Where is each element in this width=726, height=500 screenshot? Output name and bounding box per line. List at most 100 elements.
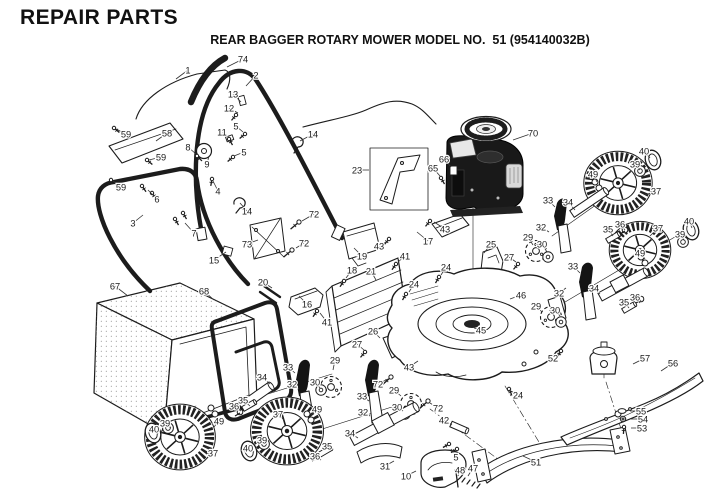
wheel-axle xyxy=(569,186,610,219)
callout-leader xyxy=(261,376,271,385)
part-callout-27: 27 xyxy=(352,339,362,349)
small-hardware-static xyxy=(454,469,481,489)
callout-leader xyxy=(164,422,172,429)
part-callout-16: 16 xyxy=(302,299,312,309)
part-callout-37: 37 xyxy=(653,223,663,233)
callout-leader xyxy=(623,301,630,309)
part-callout-45: 45 xyxy=(476,325,486,335)
part-callout-42: 42 xyxy=(439,415,449,425)
part-callout-8: 8 xyxy=(185,142,190,152)
callout-leader xyxy=(554,309,561,317)
callout-leader xyxy=(443,158,452,168)
part-callout-37: 37 xyxy=(273,409,283,419)
part-callout-43: 43 xyxy=(440,224,450,234)
callout-leader xyxy=(552,351,561,359)
screw xyxy=(139,183,147,193)
part-callout-5: 5 xyxy=(453,452,458,462)
part-callout-40: 40 xyxy=(684,216,694,226)
part-callout-33: 33 xyxy=(357,391,367,401)
handle-grip xyxy=(187,54,229,106)
washer xyxy=(677,236,689,248)
screw xyxy=(621,424,627,435)
axle-housing xyxy=(609,274,630,294)
part-callout-39: 39 xyxy=(675,229,685,239)
screw xyxy=(312,308,320,318)
callout-leader xyxy=(277,413,285,421)
rear-skirt xyxy=(471,426,631,484)
part-callout-56: 56 xyxy=(668,358,678,368)
part-callout-23: 23 xyxy=(352,165,362,175)
part-callout-29: 29 xyxy=(531,301,541,311)
callout-leader xyxy=(319,312,328,323)
callout-leader xyxy=(396,406,404,412)
callout-leader xyxy=(206,155,210,165)
part-callout-66: 66 xyxy=(439,154,449,164)
part-callout-36: 36 xyxy=(615,219,625,229)
part-callout-55: 55 xyxy=(636,406,646,416)
screw xyxy=(339,278,347,288)
callout-leader xyxy=(148,156,162,161)
callout-leader xyxy=(408,283,415,293)
part-callout-17: 17 xyxy=(423,236,433,246)
callout-leader xyxy=(679,233,685,241)
callout-leader xyxy=(572,265,581,274)
part-callout-2: 2 xyxy=(253,70,258,80)
part-callout-37: 37 xyxy=(208,448,218,458)
screw xyxy=(450,446,460,454)
callout-leader xyxy=(291,383,300,390)
screw xyxy=(434,274,442,284)
callout-leader xyxy=(429,402,439,409)
part-callout-49: 49 xyxy=(588,169,598,179)
part-callout-32: 32 xyxy=(287,379,297,389)
callout-leader xyxy=(242,399,251,407)
callout-leader xyxy=(688,220,693,229)
callout-leader xyxy=(298,295,308,305)
callout-leader xyxy=(235,125,244,133)
screw xyxy=(231,112,239,121)
callout-leader xyxy=(522,455,537,463)
callout-leader xyxy=(295,242,305,249)
part-callout-74: 74 xyxy=(238,54,248,64)
callout-leader xyxy=(541,243,548,253)
callout-leader xyxy=(310,408,318,416)
callout-leader xyxy=(540,226,550,233)
spring xyxy=(461,477,481,489)
callout-leader xyxy=(314,455,322,461)
callout-leader xyxy=(558,287,567,294)
callout-leader xyxy=(512,132,534,141)
callout-leader xyxy=(639,252,646,260)
callout-leader xyxy=(213,420,220,428)
part-callout-24: 24 xyxy=(409,279,419,289)
callout-leader xyxy=(508,256,517,263)
callout-leader xyxy=(261,439,268,445)
part-callout-35: 35 xyxy=(322,441,332,451)
callout-leader xyxy=(405,470,417,477)
part-callout-32: 32 xyxy=(536,222,546,232)
callout-leader xyxy=(203,290,215,301)
control-cable xyxy=(135,69,231,120)
mulch-cover xyxy=(420,449,467,488)
callout-leader xyxy=(593,287,601,295)
part-callout-30: 30 xyxy=(537,239,547,249)
part-callout-49: 49 xyxy=(635,248,645,258)
callout-leader xyxy=(362,411,371,417)
callout-leader xyxy=(245,74,257,87)
part-callout-15: 15 xyxy=(209,255,219,265)
part-callout-30: 30 xyxy=(392,402,402,412)
screw xyxy=(111,125,120,133)
part-callout-59: 59 xyxy=(121,129,131,139)
callout-leader xyxy=(228,107,239,114)
part-callout-3: 3 xyxy=(130,218,135,228)
callout-leader xyxy=(205,446,214,454)
screw xyxy=(226,136,234,146)
part-callout-35: 35 xyxy=(238,395,248,405)
screw xyxy=(227,154,236,162)
callout-leader xyxy=(384,460,395,467)
wheel-bushing xyxy=(542,251,554,263)
callout-leader xyxy=(508,389,519,396)
wheel xyxy=(144,403,216,471)
screw xyxy=(513,261,521,270)
part-callout-34: 34 xyxy=(257,372,267,382)
